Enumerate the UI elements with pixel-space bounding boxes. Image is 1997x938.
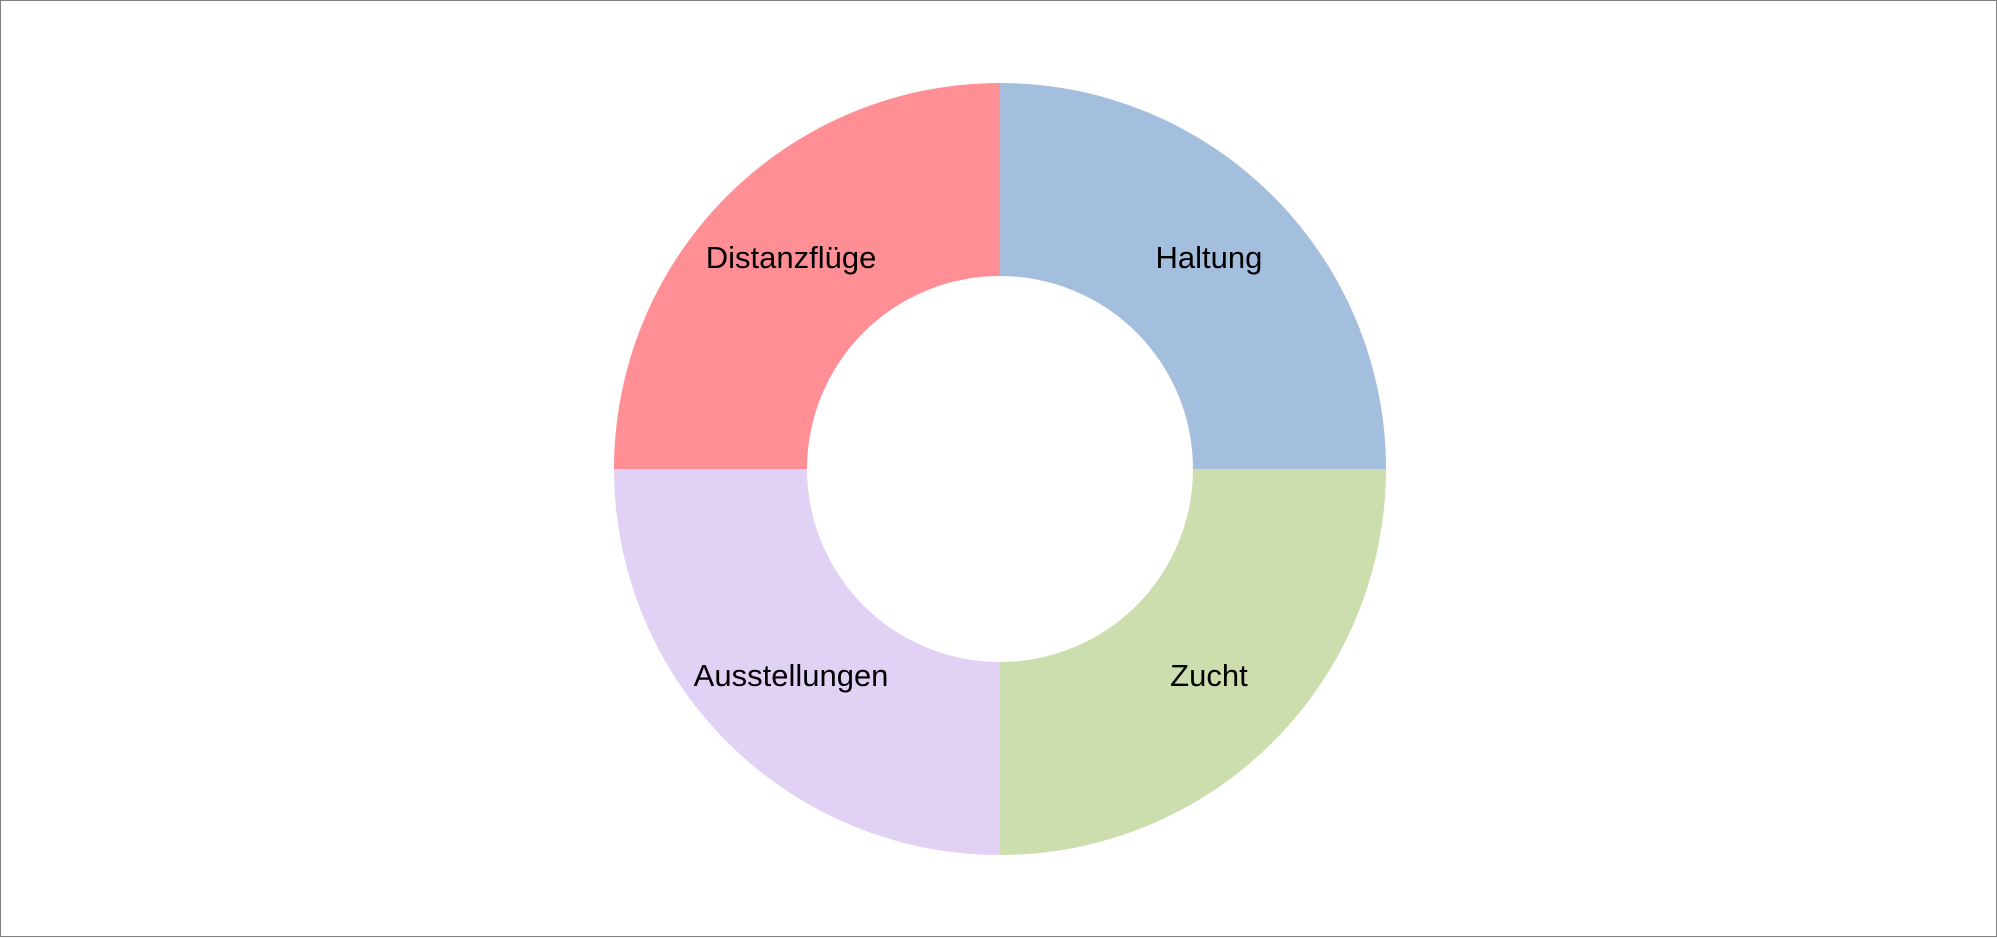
- slice-label: Haltung: [1156, 240, 1263, 275]
- slice-haltung: [1000, 83, 1386, 469]
- slice-label: Ausstellungen: [694, 658, 889, 693]
- slice-label: Zucht: [1170, 658, 1248, 693]
- slice-label: Distanzflüge: [706, 240, 877, 275]
- slice-zucht: [1000, 469, 1386, 855]
- slice-distanzflüge: [614, 83, 1000, 469]
- slice-ausstellungen: [614, 469, 1000, 855]
- slices-layer: [614, 83, 1386, 855]
